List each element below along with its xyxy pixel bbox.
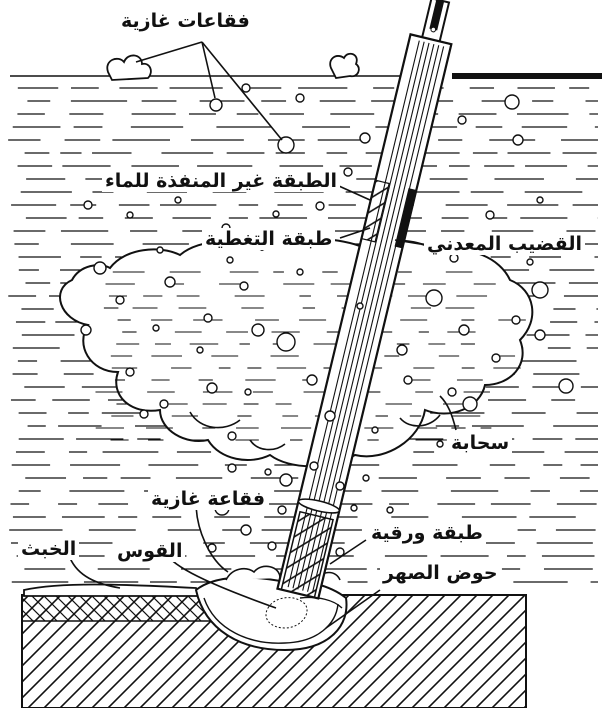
leader-thin [329,539,367,565]
label-gas-bubble: فقاعة غازية [148,488,269,510]
leader-coating [339,227,371,239]
gas-bubble [93,261,107,275]
gas-bubble [315,201,325,211]
gas-bubble [83,200,93,210]
gas-bubble [277,505,287,515]
gas-bubble [279,473,293,487]
leader-pool [325,589,381,629]
leader-slag [69,557,121,589]
gas-bubble [277,136,295,154]
gas-bubble [209,98,223,112]
label-thin-layer: طبقة ورقية [368,522,486,544]
gas-bubble [457,115,467,125]
gas-bubble [267,541,277,551]
gas-bubble [227,431,237,441]
gas-bubble [512,134,524,146]
label-arc: القوس [114,540,186,562]
electrode [276,0,453,600]
gas-bubble [156,246,164,254]
gas-bubble [80,324,92,336]
gas-bubbles [80,83,574,557]
gas-bubble [356,302,364,310]
gas-bubble [396,344,408,356]
gas-bubble [504,94,520,110]
gas-bubble [272,210,280,218]
gas-bubble [436,440,444,448]
gas-bubble [536,196,544,204]
gas-bubble [350,504,358,512]
label-cloud: سحابة [448,432,513,454]
gas-bubble [511,315,521,325]
gas-bubble [126,211,134,219]
gas-bubble [485,210,495,220]
gas-bubble [206,382,218,394]
coating-band [360,179,390,243]
surface-bubble-right [329,52,360,79]
gas-bubble [425,289,443,307]
label-slag: الخبث [18,538,80,560]
gas-bubble [309,461,319,471]
gas-bubble [251,323,265,337]
gas-bubble [359,132,371,144]
gas-bubble [239,281,249,291]
gas-bubble [276,332,296,352]
label-gas-bubbles-top: فقاعات غازية [118,10,253,32]
gas-bubble [264,468,272,476]
leader-cloud [439,395,457,431]
gas-bubble [335,547,345,557]
gas-bubble [447,387,457,397]
gas-bubble [362,474,370,482]
label-weld-pool: حوض الصهر [380,562,501,584]
gas-bubble [196,346,204,354]
gas-bubble [227,463,237,473]
gas-bubble [343,167,353,177]
leader-rod [394,239,421,245]
gas-bubble [115,295,125,305]
label-metal-rod: القضيب المعدني [424,233,585,255]
gas-bubble [203,313,213,323]
gas-bubble [526,258,534,266]
gas-bubble [152,324,160,332]
gas-bubble [159,399,169,409]
gas-bubble [534,329,546,341]
arc-glow [265,597,308,629]
label-coating-layer: طبقة التغطية [202,228,336,250]
gas-bubble [295,93,305,103]
gas-bubble [244,388,252,396]
gas-bubble [174,196,182,204]
gas-bubble [296,268,304,276]
gas-bubble [371,426,379,434]
leader-bubbles-c [135,41,203,63]
gas-bubble [139,409,149,419]
gas-bubble [226,256,234,264]
gas-bubble [240,524,252,536]
gas-bubble [164,276,176,288]
gas-bubble [335,481,345,491]
gas-bubble [386,506,394,514]
gas-bubble [306,374,318,386]
gas-bubble [531,281,549,299]
label-waterproof-layer: الطبقة غير المنفذة للماء [102,170,340,192]
water-surface [10,73,602,79]
gas-bubble [241,83,251,93]
leader-gas-bubble [195,501,229,573]
gas-bubble [324,410,336,422]
gas-bubble [462,396,478,412]
gas-bubble [458,324,470,336]
rod-band [394,188,417,249]
gas-bubble [125,367,135,377]
gas-bubble [449,253,459,263]
gas-bubble [558,378,574,394]
leader-bubbles-a [201,41,216,99]
gas-bubble [491,353,501,363]
leader-bubbles-b [201,41,283,141]
gas-bubble [403,375,413,385]
